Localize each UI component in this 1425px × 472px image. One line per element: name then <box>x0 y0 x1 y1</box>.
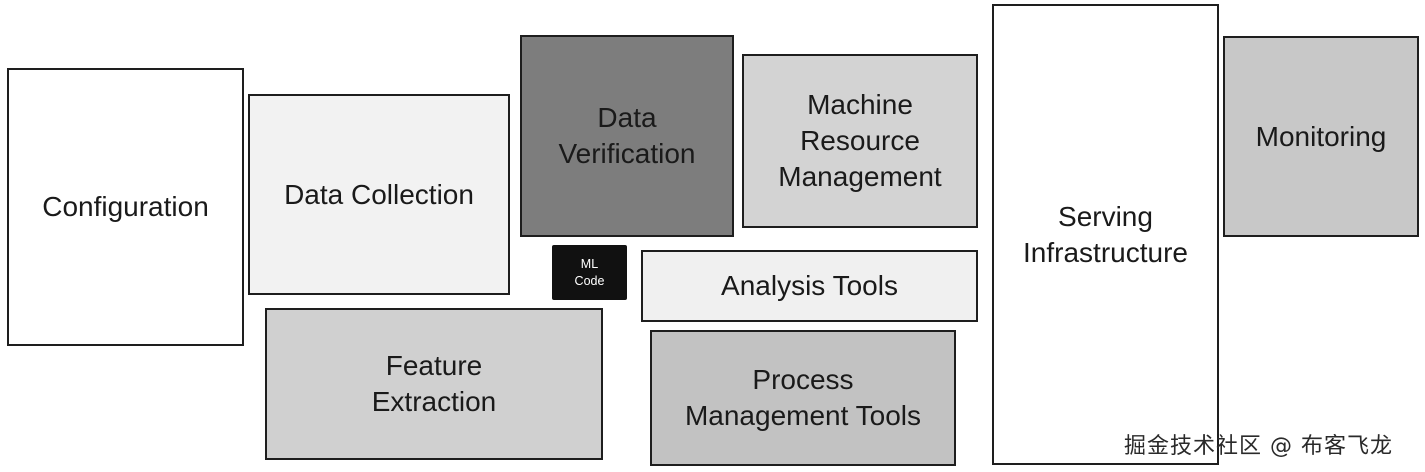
feature-extraction-label: Feature Extraction <box>371 350 497 417</box>
machine-resource-management-label: Machine Resource Management <box>778 89 942 192</box>
monitoring-label: Monitoring <box>1255 120 1387 152</box>
configuration-label: Configuration <box>42 191 209 222</box>
watermark-text: 掘金技术社区 @ 布客飞龙 <box>1124 434 1393 459</box>
configuration-block: Configuration <box>7 68 244 346</box>
feature-extraction-block: Feature Extraction <box>265 308 603 460</box>
machine-resource-management-block: Machine Resource Management <box>742 54 978 228</box>
data-collection-block: Data Collection <box>248 94 510 295</box>
process-management-tools-block: Process Management Tools <box>650 330 956 466</box>
process-management-tools-label: Process Management Tools <box>684 364 922 431</box>
data-collection-label: Data Collection <box>284 178 474 210</box>
ml-code-block: ML Code <box>552 245 627 300</box>
serving-infrastructure-label: Serving Infrastructure <box>1023 200 1188 268</box>
monitoring-block: Monitoring <box>1223 36 1419 237</box>
analysis-tools-label: Analysis Tools <box>721 270 898 301</box>
data-verification-label: Data Verification <box>558 102 696 169</box>
ml-code-label: ML Code <box>574 256 605 288</box>
analysis-tools-block: Analysis Tools <box>641 250 978 322</box>
serving-infrastructure-block: Serving Infrastructure <box>992 4 1219 465</box>
data-verification-block: Data Verification <box>520 35 734 237</box>
